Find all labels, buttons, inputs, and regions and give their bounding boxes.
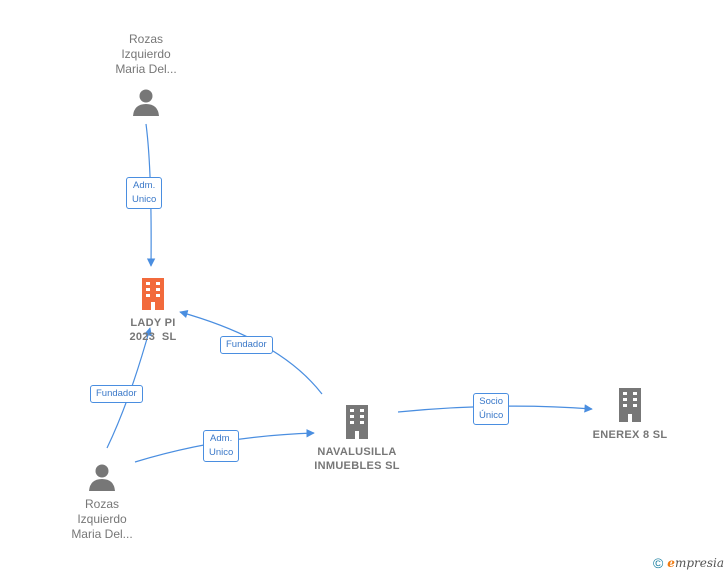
edge-label-fundador-bottom[interactable]: Fundador: [90, 385, 143, 403]
person-top-name-line-2: Izquierdo: [121, 47, 171, 61]
navalusilla-name-line-1: NAVALUSILLA: [317, 446, 397, 458]
person-node-bottom[interactable]: Rozas Izquierdo Maria Del...: [52, 462, 152, 542]
edge-label-line: Fundador: [96, 388, 137, 399]
person-icon: [89, 464, 115, 491]
edge-label-line: Unico: [132, 194, 157, 205]
person-bottom-name-line-2: Izquierdo: [77, 512, 127, 526]
edge-label-socio-unico[interactable]: Socio Único: [473, 393, 510, 425]
empresia-logo: empresia: [667, 556, 724, 570]
edge-label-line: Adm.: [133, 180, 156, 191]
edge-label-adm-unico-bottom[interactable]: Adm. Unico: [203, 430, 240, 462]
brand-initial: e: [667, 556, 675, 570]
lady-pi-name-line-1: LADY PI: [130, 317, 176, 329]
edge-label-line: Único: [479, 410, 504, 421]
edge-label-line: Fundador: [226, 339, 267, 350]
enerex-name-line-1: ENEREX 8 SL: [592, 429, 668, 441]
copyright-symbol: ©: [652, 555, 664, 571]
company-node-lady-pi[interactable]: LADY PI 2023 SL: [103, 276, 203, 344]
lady-pi-name-line-2: 2023 SL: [129, 331, 177, 343]
building-icon: [142, 278, 164, 310]
person-node-top[interactable]: Rozas Izquierdo Maria Del...: [96, 32, 196, 117]
person-icon: [133, 89, 159, 116]
edge-label-adm-unico-top[interactable]: Adm. Unico: [126, 177, 163, 209]
building-icon: [619, 388, 641, 422]
company-node-enerex[interactable]: ENEREX 8 SL: [580, 386, 680, 442]
edge-label-line: Adm.: [210, 433, 233, 444]
person-top-name-line-1: Rozas: [128, 32, 163, 46]
brand-rest: mpresia: [674, 556, 724, 570]
empresia-watermark: © empresia: [653, 555, 724, 571]
edge-label-fundador-nav[interactable]: Fundador: [220, 336, 273, 354]
company-node-navalusilla[interactable]: NAVALUSILLA INMUEBLES SL: [300, 403, 414, 473]
building-icon: [346, 405, 368, 439]
person-bottom-name-line-3: Maria Del...: [71, 527, 133, 541]
edge-label-line: Socio: [479, 396, 504, 407]
navalusilla-name-line-2: INMUEBLES SL: [314, 460, 400, 472]
person-top-name-line-3: Maria Del...: [115, 62, 177, 76]
person-bottom-name-line-1: Rozas: [84, 497, 119, 511]
edge-label-line: Unico: [209, 447, 234, 458]
